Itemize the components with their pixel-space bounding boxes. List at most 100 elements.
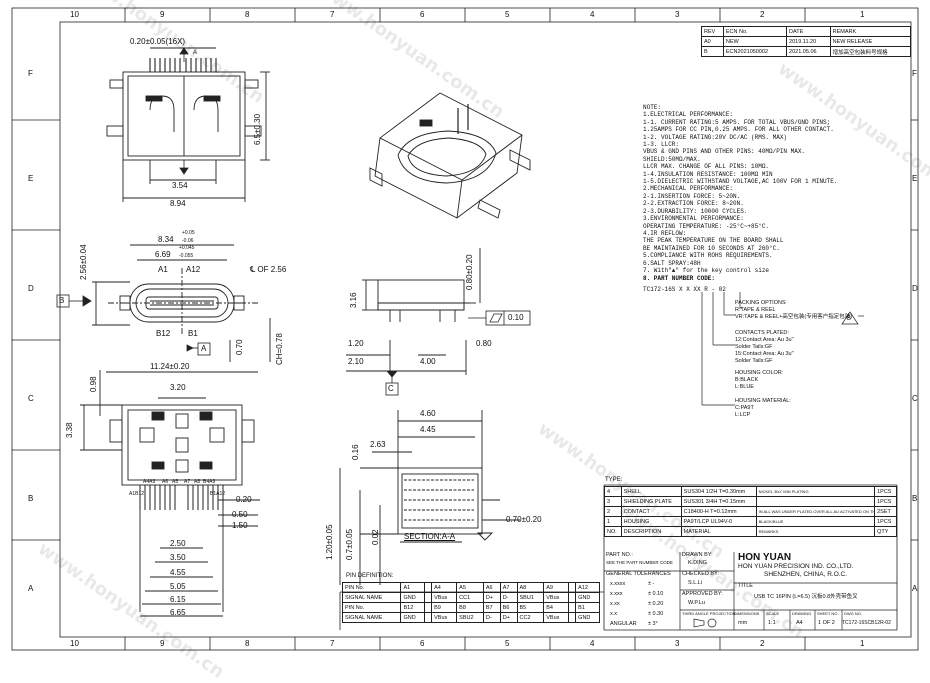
grid-number: 10 (70, 639, 79, 648)
pin-cell: PIN No. (341, 582, 402, 593)
grid-number: 10 (70, 10, 79, 19)
dim-320: 3.20 (170, 383, 186, 392)
housing-color-item: B:BLACK (735, 377, 759, 383)
pins-top-1: A4A9 (143, 479, 156, 485)
bom-cell: C18400-H T=0.12mm (680, 506, 757, 517)
packing-item: VR:TAPE & REEL+高空包装(专用客户指定包装) (735, 314, 853, 320)
dim-ch078: CH=0.78 (275, 333, 284, 365)
checked-by-label: CHECKED BY: (682, 571, 719, 577)
dim-669-tol-up: +0.045 (179, 245, 195, 251)
bom-cell: HOUSING (620, 516, 682, 527)
dim-080b: 0.80 (476, 339, 492, 348)
dim-665: 6.65 (170, 608, 186, 617)
dim-080: 0.80±0.20 (465, 254, 474, 290)
rev-cell: A0 (701, 36, 724, 47)
tolerance-key: ANGULAR (610, 621, 637, 627)
pin-cell: A1 (400, 582, 426, 593)
tolerance-key: x.xxx (610, 591, 623, 597)
pin-cell (424, 612, 433, 623)
part-number-heading: 8. PART NUMBER CODE: (643, 275, 716, 282)
pin-definition-title: PIN DEFINITION: (346, 573, 394, 579)
dim-354: 3.54 (172, 181, 188, 190)
grid-number: 3 (675, 639, 680, 648)
contacts-title: CONTACTS PLATED: (735, 330, 789, 336)
rev-triangle-label: B (847, 316, 852, 322)
bom-cell: 2SET (874, 506, 897, 517)
dim-263: 2.63 (370, 440, 386, 449)
pin-cell: VBus (543, 612, 570, 623)
third-angle-label: THIRD ANGLE PROJECTION (682, 611, 736, 616)
packing-options: PACKING OPTIONS R:TAPE & REEL VR:TAPE & … (735, 300, 852, 321)
note-line: 2-1.INSERTION FORCE: 5~20N. (643, 192, 741, 200)
housing-color-item: L:BLUE (735, 384, 754, 390)
dim-894: 8.94 (170, 199, 186, 208)
dim-002: 0.02 (371, 529, 380, 545)
dim-120s: 1.20±0.05 (325, 524, 334, 560)
dim-455: 4.55 (170, 568, 186, 577)
datum-b-label: B (59, 296, 65, 305)
bom-cell: SHIELDING PLATE (620, 496, 682, 507)
part-no-note: SEE THE PART NUMBER CODE (606, 560, 673, 565)
part-no-label: PART NO.: (606, 552, 633, 558)
pin-cell: PIN No. (341, 602, 402, 613)
housing-material-item: C:PA9T (735, 405, 754, 411)
pin-cell: A8 (516, 582, 545, 593)
dwg-no: TC172-16SCB12R-02 (842, 620, 891, 626)
pin-cell: GND (400, 612, 426, 623)
pin-cell: SIGNAL NAME (341, 592, 402, 603)
packing-item: R:TAPE & REEL (735, 307, 776, 313)
dwg-no-label: DWG NO. (844, 611, 862, 616)
note-line: 2.MECHANICAL PERFORMANCE: (643, 185, 734, 193)
grid-letter: C (28, 394, 34, 403)
drawing-title: USB TC 16PIN (L=6.5) 沉板0.8外壳带鱼叉 (754, 594, 858, 600)
note-line: VBUS & GND PINS AND OTHER PINS: 40MΩ/PIN… (643, 148, 806, 156)
bom-cell: NO. (604, 526, 622, 537)
pins-bottom-right: B1A12 (210, 491, 226, 497)
company-full: HON YUAN PRECISION IND. CO.,LTD. (738, 563, 854, 570)
grid-letter: F (912, 69, 917, 78)
dim-350: 3.50 (170, 553, 186, 562)
dim-669-tol-dn: -0.055 (179, 253, 194, 259)
grid-letter: C (912, 394, 918, 403)
pin-cell: A6 (482, 582, 501, 593)
notes-block: NOTE: 1.ELECTRICAL PERFORMANCE: 1-1. CUR… (643, 104, 837, 274)
grid-number: 2 (760, 639, 765, 648)
note-line: 5.COMPLIANCE WITH ROHS REQUIREMENTS. (643, 252, 773, 260)
tolerance-value: ± 0.30 (648, 611, 664, 617)
drawing-size-label: DRAWING (792, 611, 812, 616)
housing-color-title: HOUSING COLOR: (735, 370, 784, 376)
pin-cell: D+ (482, 592, 501, 603)
bom-cell: 1PCS (874, 496, 897, 507)
pin-cell: B6 (499, 602, 518, 613)
dim-07s: 0.7±0.05 (345, 528, 354, 560)
dim-834: 8.34 (158, 235, 174, 244)
datum-c-label: C (388, 384, 394, 393)
note-line: LLCR MAX. CHANGE OF ALL PINS: 10MΩ. (643, 163, 770, 171)
bom-cell: SUS304 1/2H T=0.30mm (680, 486, 757, 497)
grid-letter: B (28, 494, 34, 503)
dim-098: 0.98 (89, 376, 98, 392)
company-address: SHENZHEN, CHINA, R.O.C. (764, 571, 848, 578)
dimensions-unit: mm (738, 620, 748, 626)
bom-cell: 1PCS (874, 516, 897, 527)
grid-number: 1 (860, 10, 865, 19)
pin-cell: B12 (400, 602, 426, 613)
date-cell: 2019.11.20 (786, 36, 831, 47)
grid-number: 3 (675, 10, 680, 19)
bom-cell: 3 (604, 496, 622, 507)
pin-cell: SBU1 (516, 592, 545, 603)
note-line: 7. With"▲" for the key control size (643, 266, 770, 274)
remark-header: REMARK (829, 26, 912, 37)
grid-letter: F (28, 69, 33, 78)
pin-cell: B9 (431, 602, 458, 613)
packing-title: PACKING OPTIONS (735, 300, 786, 306)
pin-cell (568, 602, 577, 613)
dim-016: 0.16 (351, 444, 360, 460)
dim-445: 4.45 (420, 425, 436, 434)
grid-number: 7 (330, 639, 335, 648)
dim-070s: 0.70±0.20 (506, 515, 542, 524)
bom-cell: QTY (874, 526, 897, 537)
